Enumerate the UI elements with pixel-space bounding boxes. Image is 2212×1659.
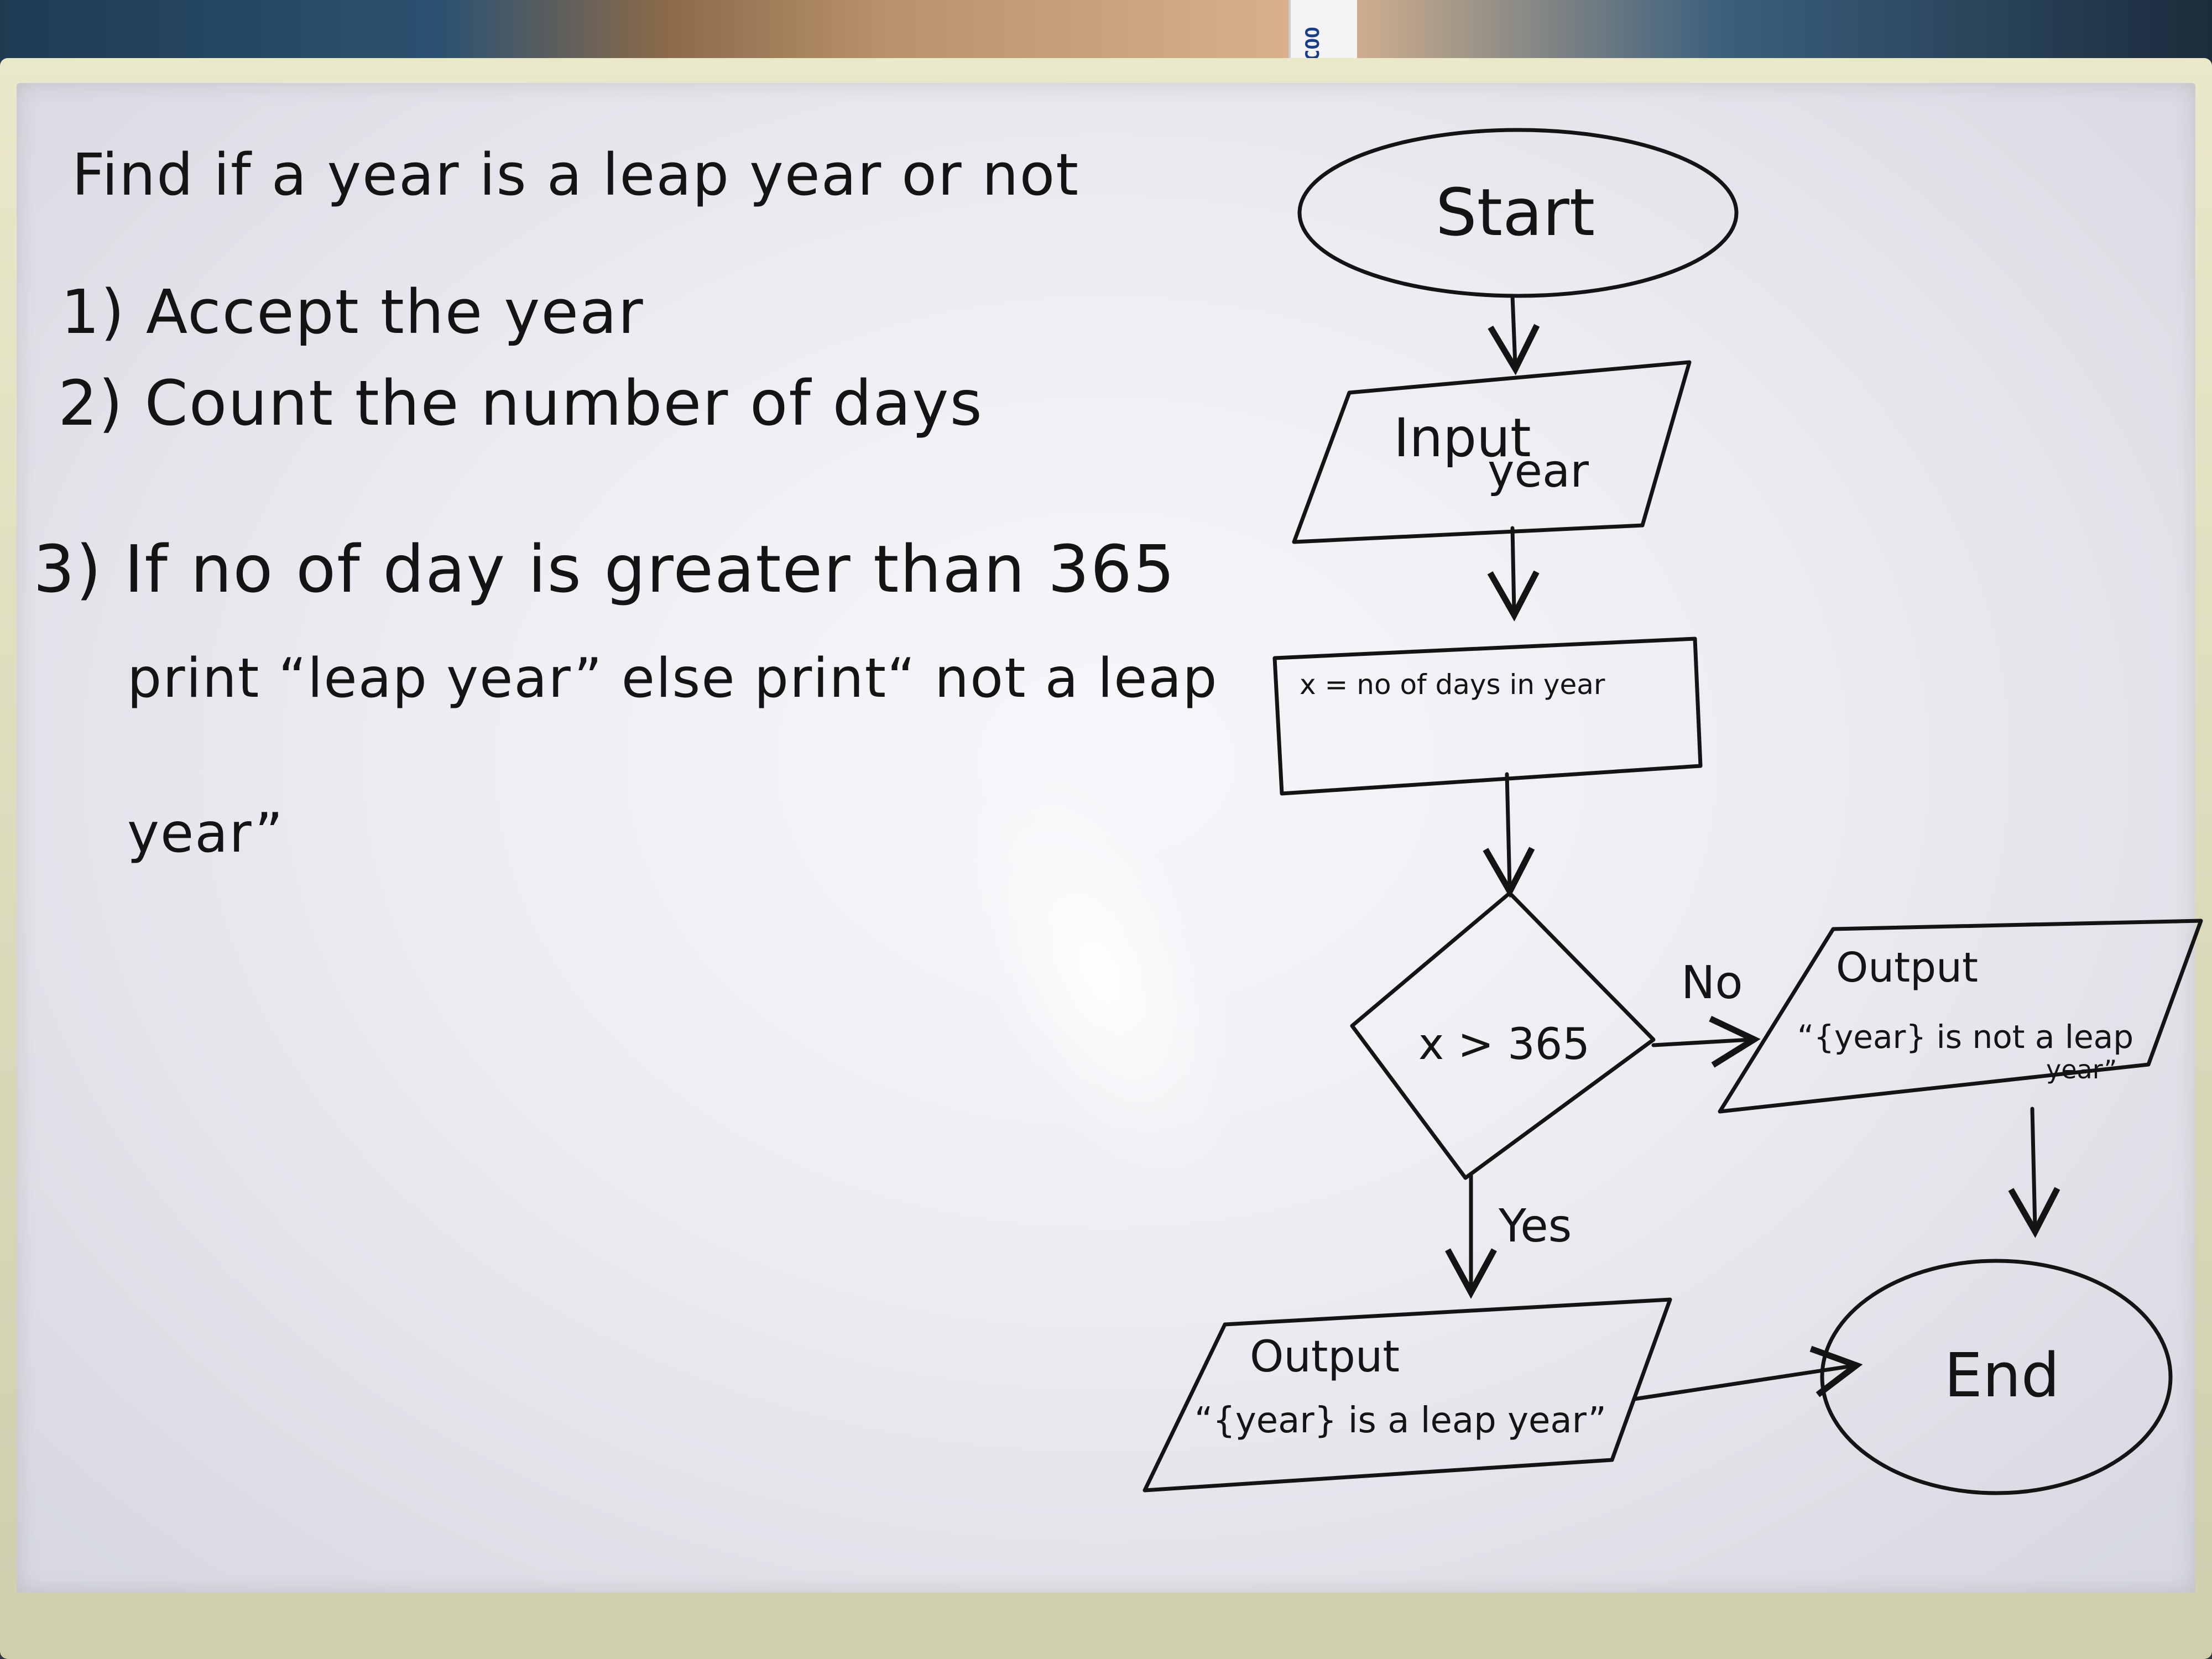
output-yes-parallelogram [1142, 1297, 1672, 1493]
arrow-input-to-process [1487, 526, 1540, 622]
output-no-title: Output [1836, 944, 1978, 992]
process-label: x = no of days in year [1300, 669, 1605, 701]
notes-step-3-line-2: print “leap year” else print“ not a leap [127, 647, 1218, 710]
notes-step-3-line-1: 3) If no of day is greater than 365 [33, 531, 1176, 607]
output-no-parallelogram [1718, 919, 2203, 1114]
output-yes-title: Output [1250, 1332, 1400, 1382]
start-label: Start [1436, 174, 1595, 251]
input-parallelogram [1292, 360, 1692, 544]
start-terminator [1297, 128, 1739, 298]
decision-label: x > 365 [1418, 1020, 1590, 1070]
arrow-start-to-input [1488, 294, 1540, 375]
output-no-line-1: “{year} is not a leap [1797, 1018, 2133, 1056]
end-terminator [1820, 1259, 2173, 1495]
output-yes-text: “{year} is a leap year” [1194, 1400, 1606, 1441]
notes-step-2: 2) Count the number of days [58, 368, 983, 440]
arrow-decision-to-output-no [1651, 1016, 1761, 1068]
wall-box: COO [1288, 0, 1357, 66]
process-box [1272, 637, 1703, 796]
notes-step-1: 1) Accept the year [61, 276, 644, 347]
decision-diamond [1350, 891, 1656, 1180]
output-no-line-2: year” [2046, 1055, 2117, 1084]
no-label: No [1681, 957, 1743, 1009]
end-label: End [1944, 1340, 2059, 1411]
yes-label: Yes [1498, 1200, 1572, 1253]
arrow-output-no-to-end [2008, 1107, 2060, 1238]
arrow-process-to-decision [1483, 772, 1535, 898]
notes-step-3-line-3: year” [127, 802, 284, 865]
input-label-line-1: Input [1394, 407, 1531, 469]
input-label-line-2: year [1488, 445, 1589, 498]
notes-title: Find if a year is a leap year or not [72, 141, 1080, 208]
arrow-output-yes-to-end [1632, 1345, 1863, 1401]
